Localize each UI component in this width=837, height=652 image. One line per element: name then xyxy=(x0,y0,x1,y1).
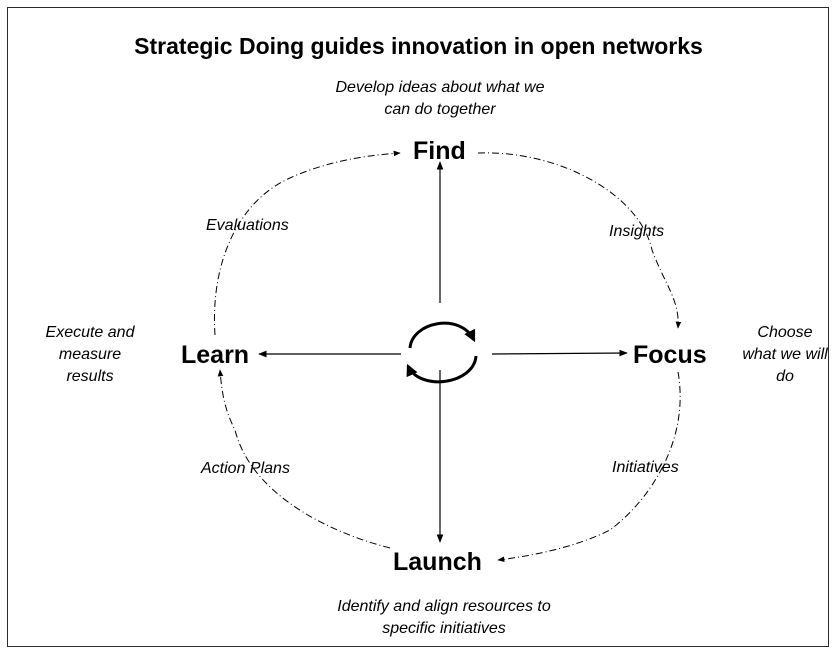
node-launch: Launch xyxy=(393,548,482,576)
label-evaluations: Evaluations xyxy=(206,217,289,234)
description-focus-line: Choose xyxy=(757,324,813,341)
description-learn-line: measure xyxy=(58,346,122,363)
description-launch-line: specific initiatives xyxy=(382,620,506,637)
node-focus: Focus xyxy=(633,341,707,369)
description-learn: Execute and measure results xyxy=(30,322,150,388)
connector-find-to-focus xyxy=(477,152,682,329)
label-initiatives: Initiatives xyxy=(612,459,679,476)
description-learn-line: results xyxy=(66,368,114,385)
description-launch-line: Identify and align resources to xyxy=(337,598,551,615)
cycle-arrows-icon xyxy=(406,321,478,384)
node-learn: Learn xyxy=(181,341,250,369)
description-find-line: can do together xyxy=(384,101,496,118)
description-focus: Choose what we will do xyxy=(735,322,835,388)
description-find-line: Develop ideas about what we xyxy=(335,79,545,96)
description-find: Develop ideas about what we can do toget… xyxy=(294,77,586,121)
connector-focus-to-launch xyxy=(497,371,681,563)
label-action-plans: Action Plans xyxy=(201,460,290,477)
node-find: Find xyxy=(413,137,466,165)
description-focus-line: what we will xyxy=(742,346,828,363)
label-insights: Insights xyxy=(609,223,665,240)
spoke-right xyxy=(491,349,628,357)
diagram-frame xyxy=(7,7,829,647)
description-launch: Identify and align resources to specific… xyxy=(298,596,590,640)
diagram-title: Strategic Doing guides innovation in ope… xyxy=(134,33,703,59)
connector-launch-to-learn xyxy=(217,369,391,549)
description-focus-line: do xyxy=(776,368,794,385)
description-learn-line: Execute and xyxy=(45,324,135,341)
connector-learn-to-find xyxy=(213,150,401,336)
